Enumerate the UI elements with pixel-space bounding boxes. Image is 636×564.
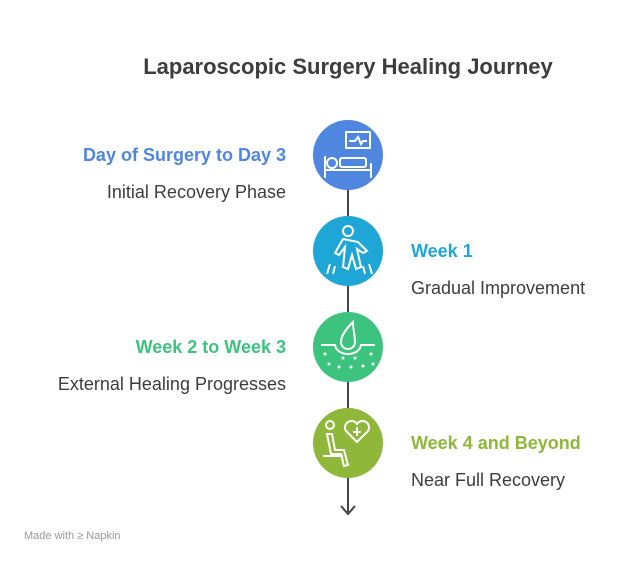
connector-line: [347, 478, 349, 512]
stage-heading: Week 1: [411, 241, 473, 261]
arrow-down-icon: [340, 505, 356, 516]
stage-subtitle: Initial Recovery Phase: [106, 182, 286, 202]
stage-subtitle: External Healing Progresses: [57, 374, 286, 394]
walking-person-icon: [326, 225, 373, 275]
stage-1-circle: [313, 120, 383, 190]
connector-line: [347, 286, 349, 312]
connector-line: [347, 190, 349, 216]
stage-2-circle: [313, 216, 383, 286]
stage-4-text: Week 4 and Beyond Near Full Recovery: [411, 433, 636, 491]
connector-line: [347, 382, 349, 408]
stage-3-text: Week 2 to Week 3 External Healing Progre…: [16, 337, 286, 395]
stage-4-circle: [313, 408, 383, 478]
stage-1-text: Day of Surgery to Day 3 Initial Recovery…: [16, 145, 286, 203]
stage-2-text: Week 1 Gradual Improvement: [411, 241, 636, 299]
stage-heading: Week 4 and Beyond: [411, 433, 581, 453]
napkin-footer: Made with ≥ Napkin: [24, 530, 121, 542]
stage-3-circle: [313, 312, 383, 382]
stage-heading: Day of Surgery to Day 3: [82, 145, 286, 165]
stage-subtitle: Near Full Recovery: [411, 470, 566, 490]
stage-subtitle: Gradual Improvement: [411, 278, 586, 298]
hospital-bed-icon: [324, 131, 372, 178]
stage-heading: Week 2 to Week 3: [135, 337, 286, 357]
skin-healing-icon: [321, 319, 375, 369]
page-title: Laparoscopic Surgery Healing Journey: [143, 54, 553, 79]
seated-person-heart-icon: [323, 419, 371, 468]
